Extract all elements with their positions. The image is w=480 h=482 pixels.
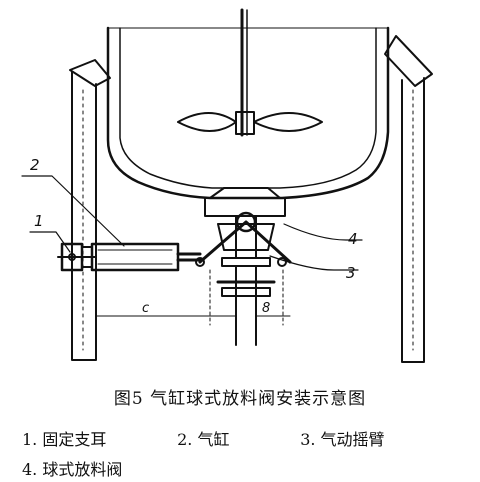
callout-2: 2 (30, 156, 40, 174)
callout-1: 1 (34, 212, 44, 230)
left-support-leg (69, 59, 111, 361)
dimension-label-8: 8 (262, 301, 270, 316)
legend-item-fixed-lug: 1. 固定支耳 (22, 430, 107, 449)
figure-caption: 图5 气缸球式放料阀安装示意图 (113, 389, 367, 409)
pneumatic-rocker-arm (195, 220, 292, 267)
discharge-pipe (216, 257, 276, 346)
callout-leaders (21, 175, 363, 271)
dimension-lines (95, 269, 291, 326)
legend-item-cylinder: 2. 气缸 (177, 430, 230, 449)
installation-diagram: 2 1 4 3 c 8 (21, 8, 433, 363)
legend-item-ball-valve: 4. 球式放料阀 (22, 460, 123, 479)
fixed-lug (57, 242, 97, 272)
legend-row-1: 1. 固定支耳 2. 气缸 3. 气动摇臂 (22, 426, 385, 450)
legend-item-rocker-arm: 3. 气动摇臂 (300, 430, 385, 449)
right-support-leg (384, 35, 433, 363)
callout-3: 3 (346, 264, 356, 282)
air-cylinder (81, 242, 202, 272)
dimension-label-c: c (142, 301, 149, 316)
agitator (177, 8, 323, 137)
legend-row-2: 4. 球式放料阀 (22, 456, 122, 480)
callout-4: 4 (348, 230, 358, 248)
